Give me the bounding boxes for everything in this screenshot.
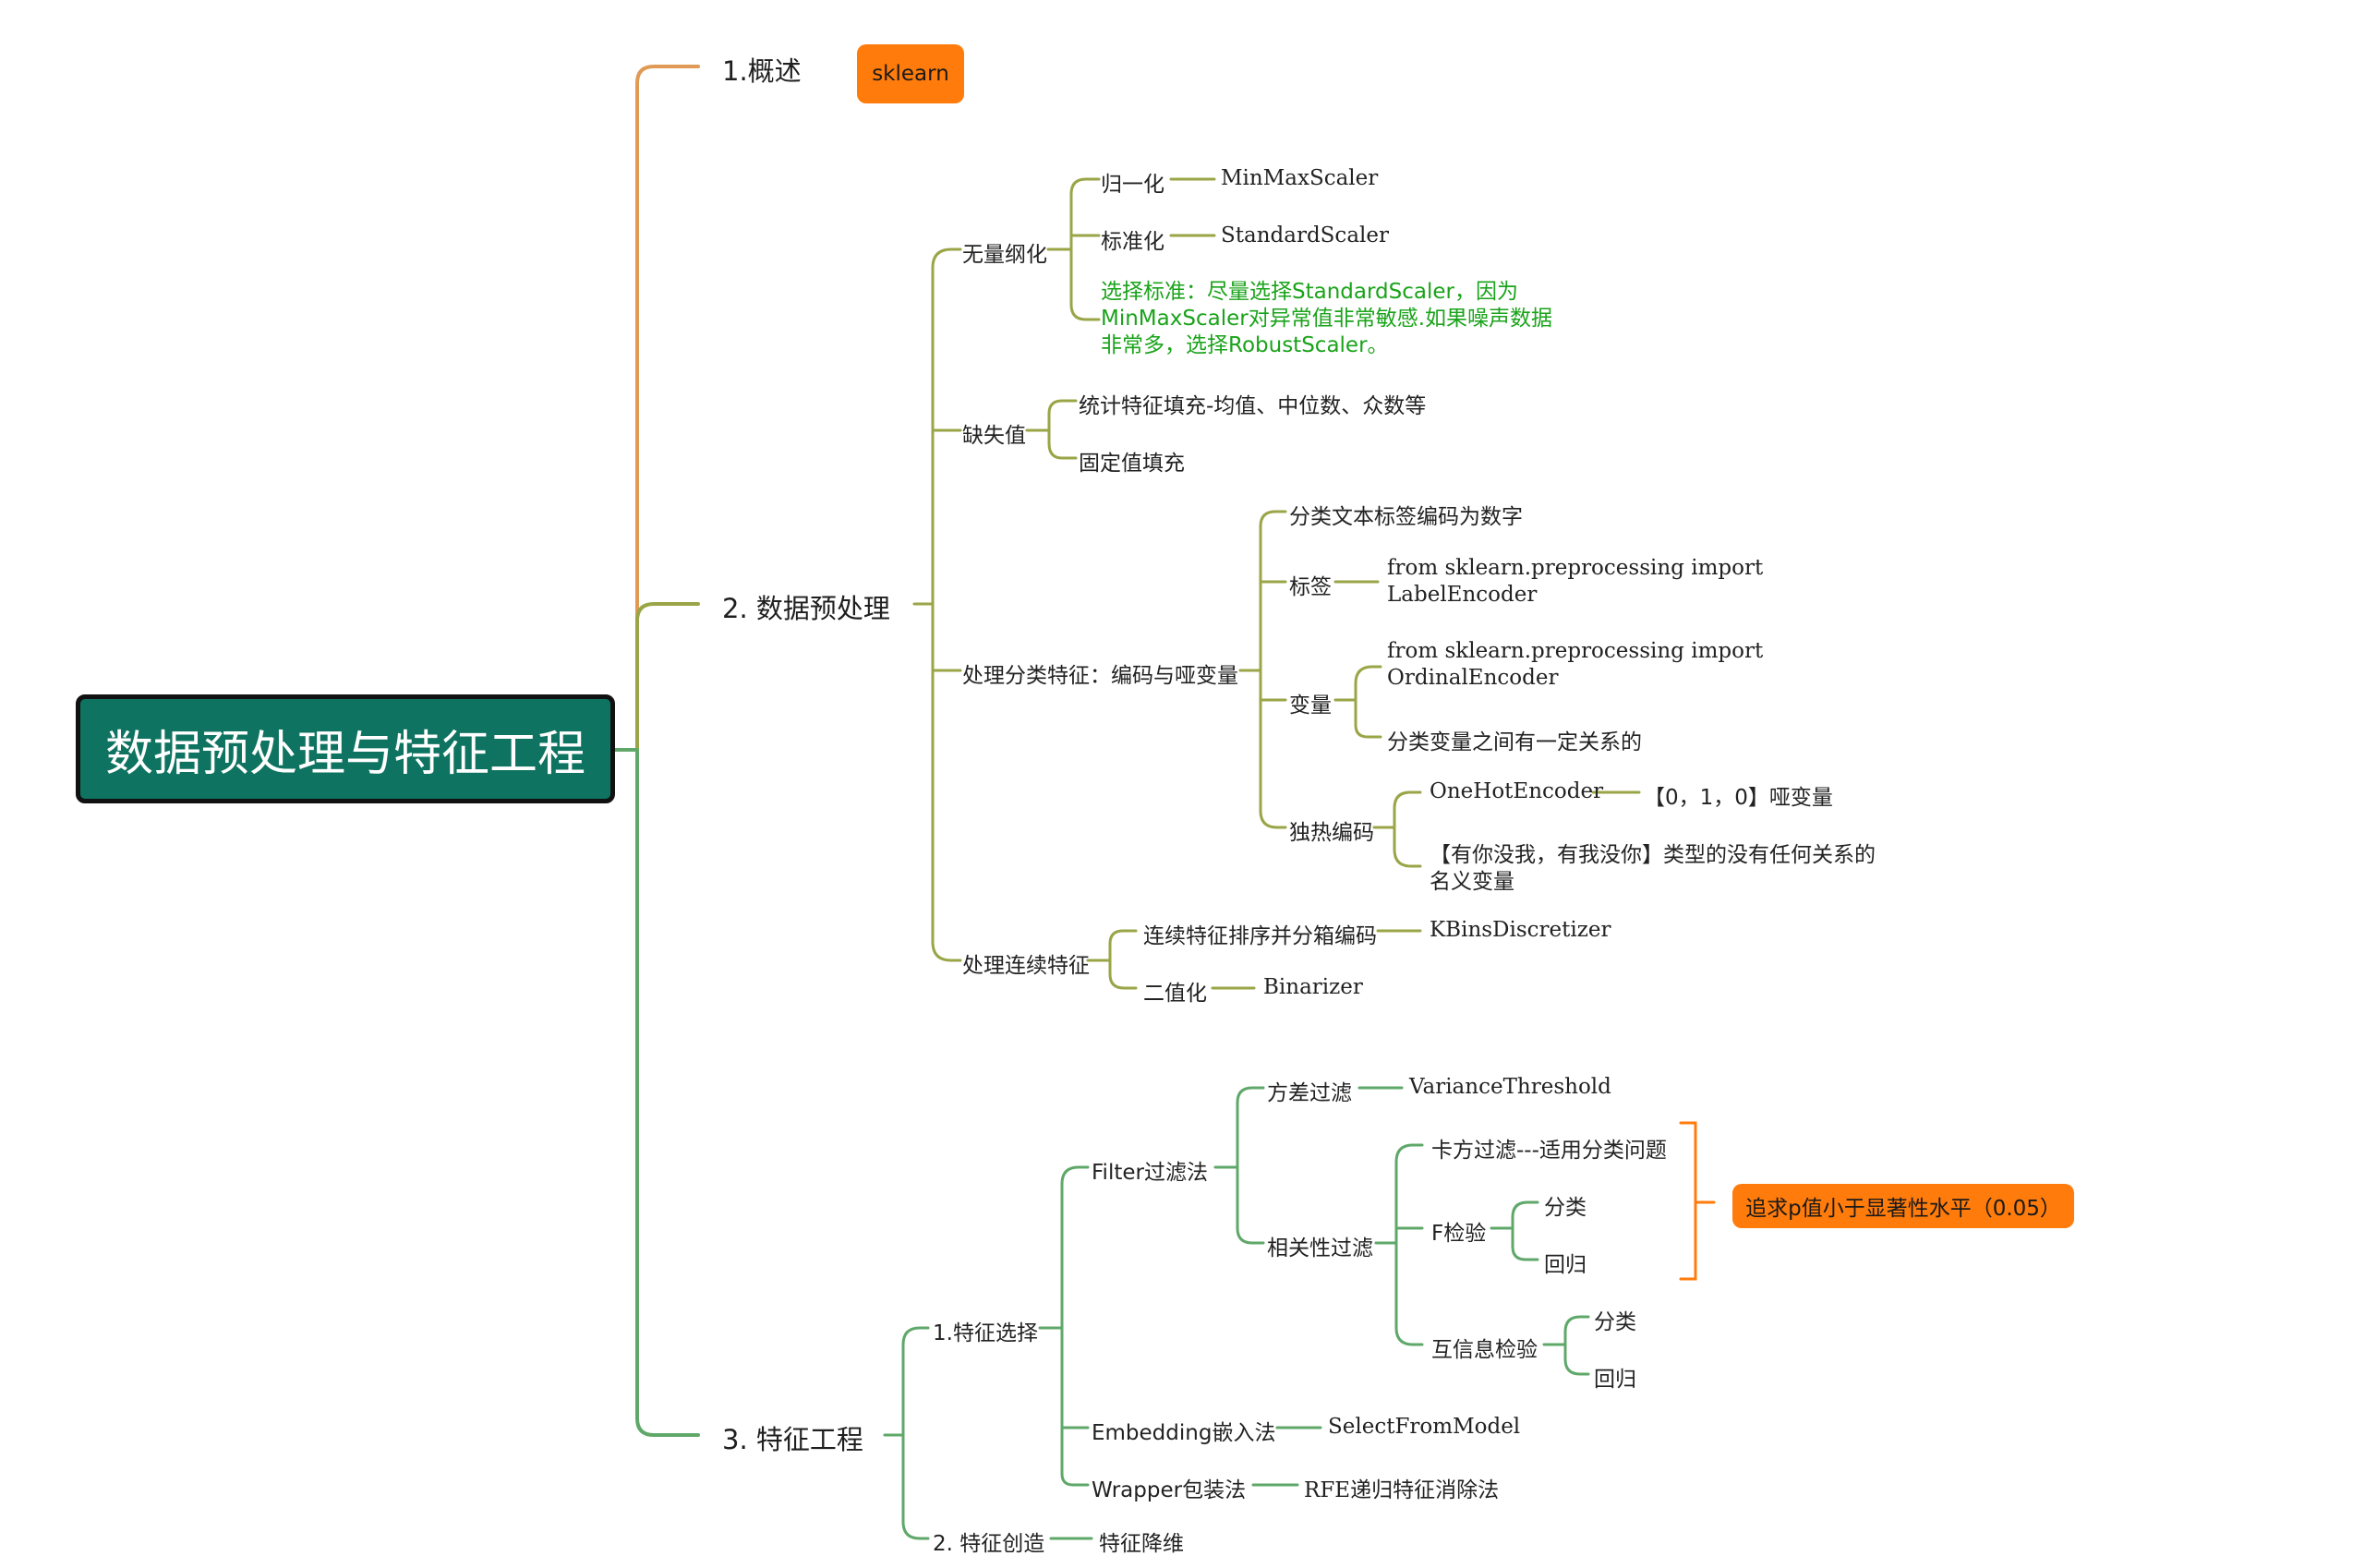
sklearn-tag[interactable]: sklearn bbox=[857, 44, 964, 103]
code-label-encoder-line2[interactable]: LabelEncoder bbox=[1387, 583, 1538, 607]
node-embedding[interactable]: Embedding嵌入法 bbox=[1092, 1421, 1276, 1445]
node-standardscaler[interactable]: StandardScaler bbox=[1221, 223, 1389, 247]
node-stat-fill[interactable]: 统计特征填充-均值、中位数、众数等 bbox=[1079, 394, 1427, 418]
node-kbinsdiscretizer[interactable]: KBinsDiscretizer bbox=[1430, 918, 1611, 942]
code-label-encoder-line1[interactable]: from sklearn.preprocessing import bbox=[1387, 556, 1764, 580]
node-dimensionality-reduction[interactable]: 特征降维 bbox=[1099, 1532, 1184, 1556]
node-binarizer[interactable]: Binarizer bbox=[1263, 975, 1363, 999]
node-continuous[interactable]: 处理连续特征 bbox=[962, 954, 1090, 978]
node-categorical[interactable]: 处理分类特征：编码与哑变量 bbox=[962, 664, 1238, 688]
pvalue-note[interactable]: 追求p值小于显著性水平（0.05） bbox=[1732, 1184, 2074, 1228]
node-normalize[interactable]: 归一化 bbox=[1101, 173, 1164, 197]
node-rfe[interactable]: RFE递归特征消除法 bbox=[1304, 1478, 1500, 1502]
node-minmaxscaler[interactable]: MinMaxScaler bbox=[1221, 166, 1379, 190]
node-mutual-info[interactable]: 互信息检验 bbox=[1431, 1338, 1538, 1362]
node-onehot[interactable]: 独热编码 bbox=[1289, 821, 1374, 845]
node-onehot-note-line2[interactable]: 名义变量 bbox=[1430, 870, 1514, 894]
node-f-test-classification[interactable]: 分类 bbox=[1544, 1196, 1587, 1220]
node-onehot-note-line1[interactable]: 【有你没我，有我没你】类型的没有任何关系的 bbox=[1430, 843, 1876, 867]
code-ordinal-encoder-line1[interactable]: from sklearn.preprocessing import bbox=[1387, 639, 1764, 663]
root-node[interactable]: 数据预处理与特征工程 bbox=[76, 694, 615, 803]
node-text-to-number[interactable]: 分类文本标签编码为数字 bbox=[1289, 505, 1523, 529]
node-onehotencoder[interactable]: OneHotEncoder bbox=[1430, 779, 1604, 803]
node-mutual-info-regression[interactable]: 回归 bbox=[1594, 1368, 1636, 1392]
node-missing-values[interactable]: 缺失值 bbox=[962, 424, 1026, 448]
node-variable[interactable]: 变量 bbox=[1289, 694, 1332, 718]
node-binarize[interactable]: 二值化 bbox=[1143, 982, 1207, 1006]
node-correlation-filter[interactable]: 相关性过滤 bbox=[1267, 1236, 1373, 1260]
pvalue-note-label: 追求p值小于显著性水平（0.05） bbox=[1745, 1197, 2061, 1221]
node-mutual-info-classification[interactable]: 分类 bbox=[1594, 1310, 1636, 1334]
node-dimensionless[interactable]: 无量纲化 bbox=[962, 243, 1047, 267]
node-feature-engineering[interactable]: 3. 特征工程 bbox=[722, 1424, 863, 1455]
code-ordinal-encoder-line2[interactable]: OrdinalEncoder bbox=[1387, 666, 1559, 690]
node-selectfrommodel[interactable]: SelectFromModel bbox=[1328, 1415, 1521, 1439]
node-f-test-regression[interactable]: 回归 bbox=[1544, 1253, 1587, 1277]
node-variable-note[interactable]: 分类变量之间有一定关系的 bbox=[1387, 730, 1642, 754]
node-variancethreshold[interactable]: VarianceThreshold bbox=[1409, 1075, 1611, 1099]
node-variance-filter[interactable]: 方差过滤 bbox=[1267, 1081, 1352, 1105]
node-feature-selection[interactable]: 1.特征选择 bbox=[933, 1321, 1038, 1345]
node-overview[interactable]: 1.概述 bbox=[722, 55, 802, 87]
node-preprocess[interactable]: 2. 数据预处理 bbox=[722, 593, 890, 624]
sklearn-tag-label: sklearn bbox=[872, 62, 949, 86]
node-wrapper[interactable]: Wrapper包装法 bbox=[1092, 1478, 1247, 1502]
node-dummy-variable[interactable]: 【0，1，0】哑变量 bbox=[1644, 786, 1833, 810]
node-filter[interactable]: Filter过滤法 bbox=[1092, 1161, 1208, 1185]
node-standardize[interactable]: 标准化 bbox=[1101, 230, 1164, 254]
node-binning[interactable]: 连续特征排序并分箱编码 bbox=[1143, 924, 1377, 948]
node-label-tag[interactable]: 标签 bbox=[1289, 575, 1332, 599]
node-feature-creation[interactable]: 2. 特征创造 bbox=[933, 1532, 1045, 1556]
node-fixed-fill[interactable]: 固定值填充 bbox=[1079, 452, 1185, 476]
root-label: 数据预处理与特征工程 bbox=[104, 726, 585, 782]
node-f-test[interactable]: F检验 bbox=[1431, 1222, 1487, 1246]
node-chi2-filter[interactable]: 卡方过滤---适用分类问题 bbox=[1431, 1139, 1667, 1163]
scaler-selection-note[interactable]: 选择标准：尽量选择StandardScaler，因为MinMaxScaler对异… bbox=[1101, 280, 1553, 357]
